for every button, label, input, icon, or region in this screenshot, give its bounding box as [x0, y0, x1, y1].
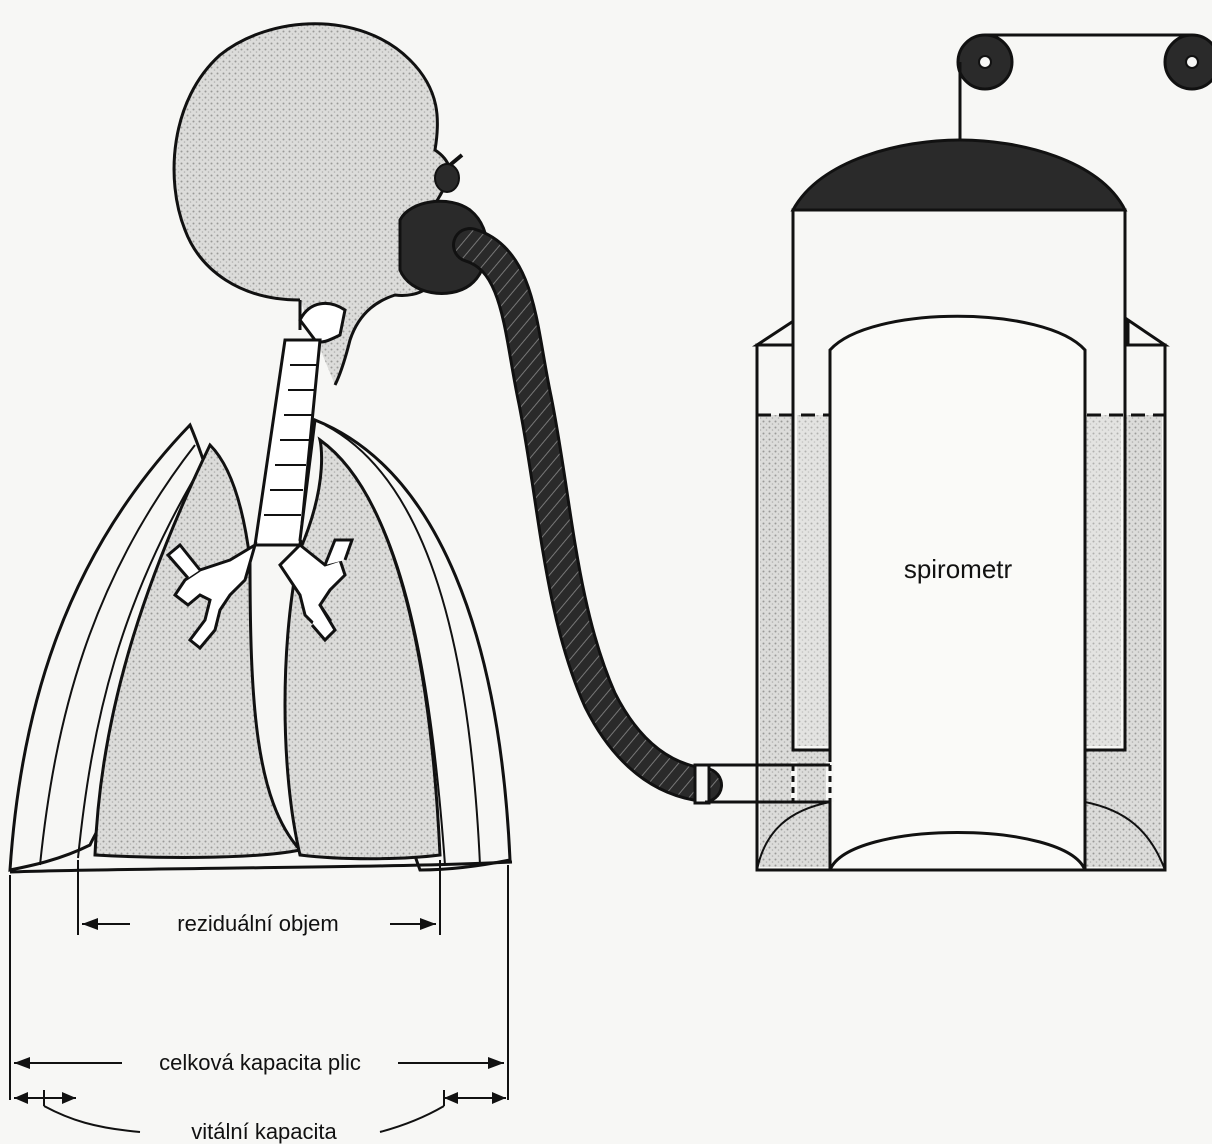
bell-dome — [793, 140, 1125, 210]
right-lung — [285, 420, 510, 870]
spirometer — [705, 35, 1212, 870]
breathing-hose — [470, 245, 709, 803]
residual-volume-label: reziduální objem — [177, 911, 338, 936]
total-capacity-label: celková kapacita plic — [159, 1050, 361, 1075]
left-lung — [10, 425, 300, 870]
pulley-right-icon — [1165, 35, 1212, 89]
spirometer-label: spirometr — [904, 554, 1013, 584]
vital-capacity-label: vitální kapacita — [191, 1119, 337, 1144]
pulley-left-icon — [958, 35, 1012, 89]
